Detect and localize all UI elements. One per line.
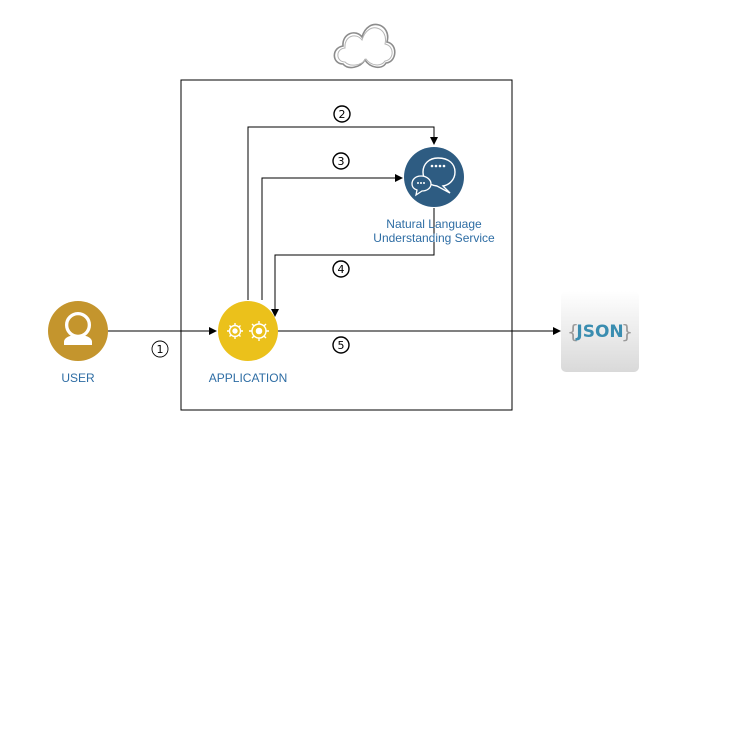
nlu-label-line2: Understanding Service	[373, 231, 495, 245]
step-label-2: 2	[339, 108, 346, 121]
cloud-icon	[333, 23, 396, 69]
application-circle	[218, 301, 278, 361]
user-icon	[64, 312, 92, 345]
application-node: APPLICATION	[209, 301, 287, 385]
step-marker-5: 5	[332, 336, 350, 354]
cloud-boundary	[180, 79, 513, 411]
json-brace-open: {	[567, 321, 579, 343]
nlu-node: Natural Language Understanding Service	[373, 147, 495, 245]
step-label-5: 5	[338, 339, 345, 352]
json-document-icon: { JSON }	[561, 291, 639, 372]
step-label-1: 1	[157, 343, 164, 356]
gears-icon	[227, 321, 269, 341]
user-label: USER	[61, 371, 95, 385]
chat-bubbles-icon	[411, 157, 456, 197]
step-marker-1: 1	[151, 340, 169, 358]
application-label: APPLICATION	[209, 371, 287, 385]
nlu-label-line1: Natural Language	[386, 217, 482, 231]
step-label-3: 3	[338, 155, 345, 168]
json-brace-close: }	[621, 321, 633, 343]
flow-3-app-to-nlu	[261, 174, 403, 300]
step-marker-2: 2	[333, 105, 351, 123]
connections	[108, 126, 561, 335]
step-marker-4: 4	[332, 260, 350, 278]
flow-2-app-to-nlu	[247, 126, 438, 300]
step-marker-3: 3	[332, 152, 350, 170]
user-node: USER	[48, 301, 108, 385]
flow-4-nlu-to-app	[271, 208, 435, 317]
step-label-4: 4	[338, 263, 345, 276]
json-label: JSON	[575, 322, 623, 342]
